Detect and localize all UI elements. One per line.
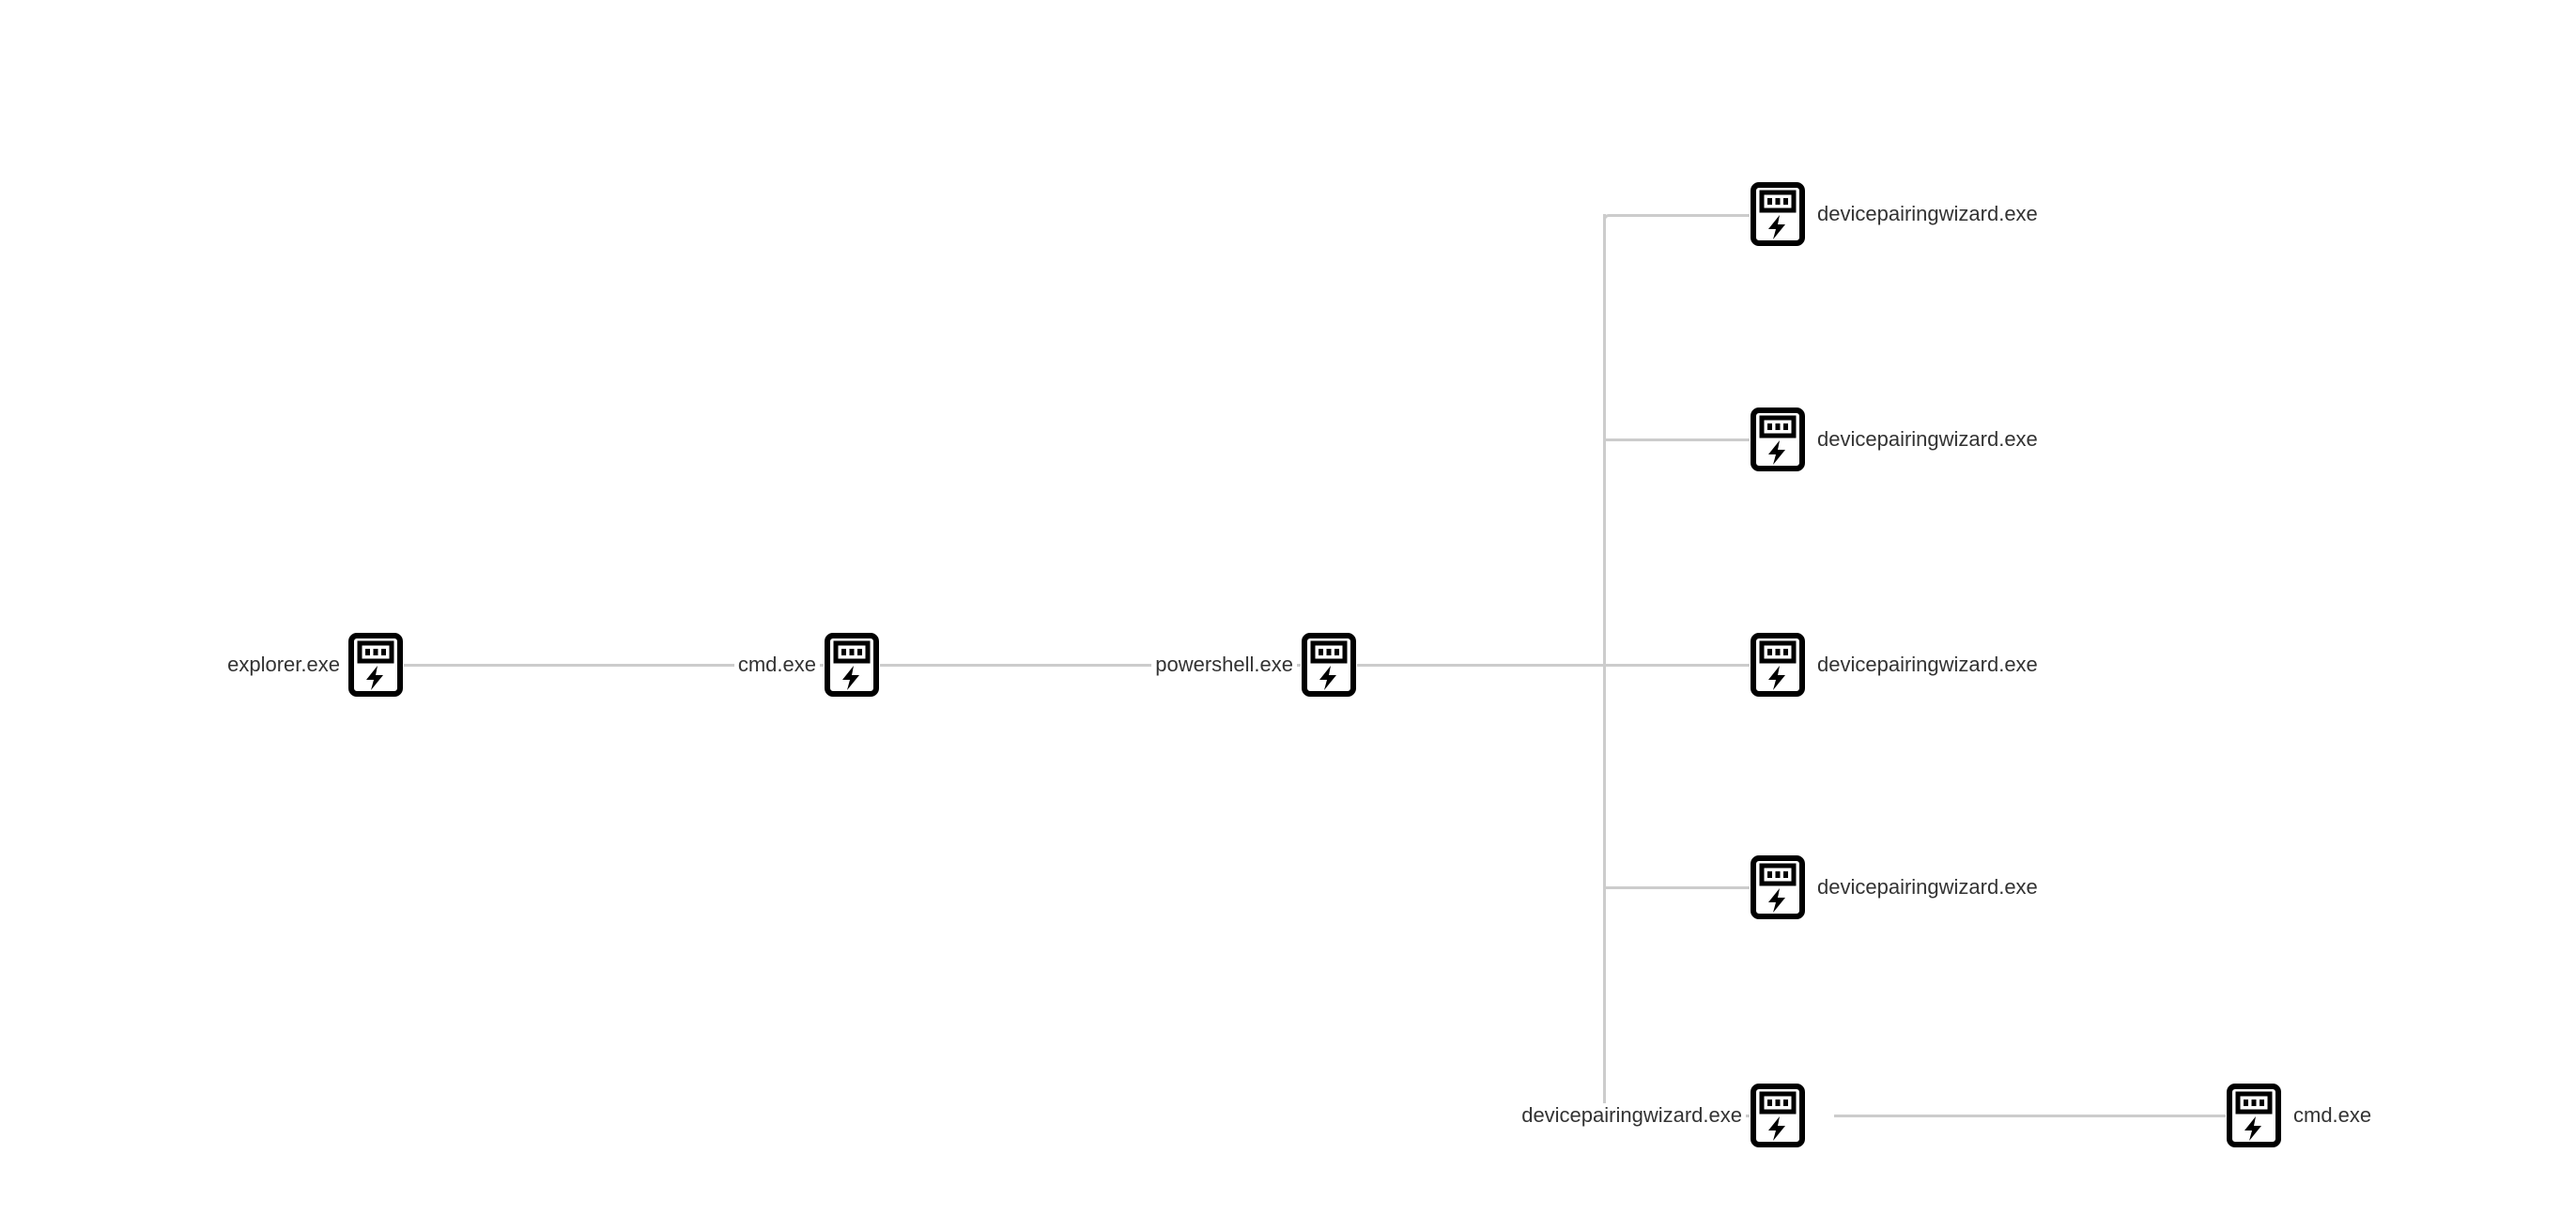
edge-branch-1-corner: [1603, 214, 1619, 230]
process-label: devicepairingwizard.exe: [1813, 202, 2042, 226]
process-node-devicepairingwizard-3[interactable]: devicepairingwizard.exe: [1750, 633, 2042, 697]
edge-branch-2: [1603, 438, 1778, 441]
process-label: devicepairingwizard.exe: [1813, 875, 2042, 900]
process-lightning-icon: [1750, 182, 1806, 246]
process-lightning-icon: [2226, 1084, 2282, 1147]
process-node-cmd-1[interactable]: cmd.exe: [476, 633, 880, 697]
process-label: devicepairingwizard.exe: [1518, 1103, 1746, 1128]
process-node-devicepairingwizard-4[interactable]: devicepairingwizard.exe: [1750, 855, 2042, 919]
edge-explorer-to-cmd: [404, 664, 824, 667]
process-node-devicepairingwizard-1[interactable]: devicepairingwizard.exe: [1750, 182, 2042, 246]
edge-cmd-to-powershell: [880, 664, 1301, 667]
process-label: cmd.exe: [733, 653, 820, 677]
process-lightning-icon: [1750, 633, 1806, 697]
process-lightning-icon: [1750, 855, 1806, 919]
process-node-powershell[interactable]: powershell.exe: [953, 633, 1357, 697]
process-label: devicepairingwizard.exe: [1813, 427, 2042, 452]
process-node-explorer[interactable]: explorer.exe: [0, 633, 404, 697]
process-label: cmd.exe: [2290, 1103, 2376, 1128]
process-label: explorer.exe: [224, 653, 344, 677]
process-label: devicepairingwizard.exe: [1813, 653, 2042, 677]
edge-dpw5-to-cmd2: [1834, 1115, 2254, 1117]
process-node-cmd-2[interactable]: cmd.exe: [2226, 1084, 2376, 1147]
edge-branch-1: [1613, 214, 1778, 217]
process-lightning-icon: [347, 633, 404, 697]
process-label: powershell.exe: [1151, 653, 1297, 677]
process-lightning-icon: [1750, 408, 1806, 471]
edge-trunk-vertical: [1603, 214, 1606, 1103]
process-node-devicepairingwizard-2[interactable]: devicepairingwizard.exe: [1750, 408, 2042, 471]
process-lightning-icon: [1750, 1084, 1806, 1147]
process-lightning-icon: [1301, 633, 1357, 697]
process-node-devicepairingwizard-5[interactable]: devicepairingwizard.exe: [1315, 1084, 1806, 1147]
edge-branch-4: [1603, 886, 1778, 889]
edge-powershell-to-branchpoint: [1357, 664, 1778, 667]
process-lightning-icon: [824, 633, 880, 697]
